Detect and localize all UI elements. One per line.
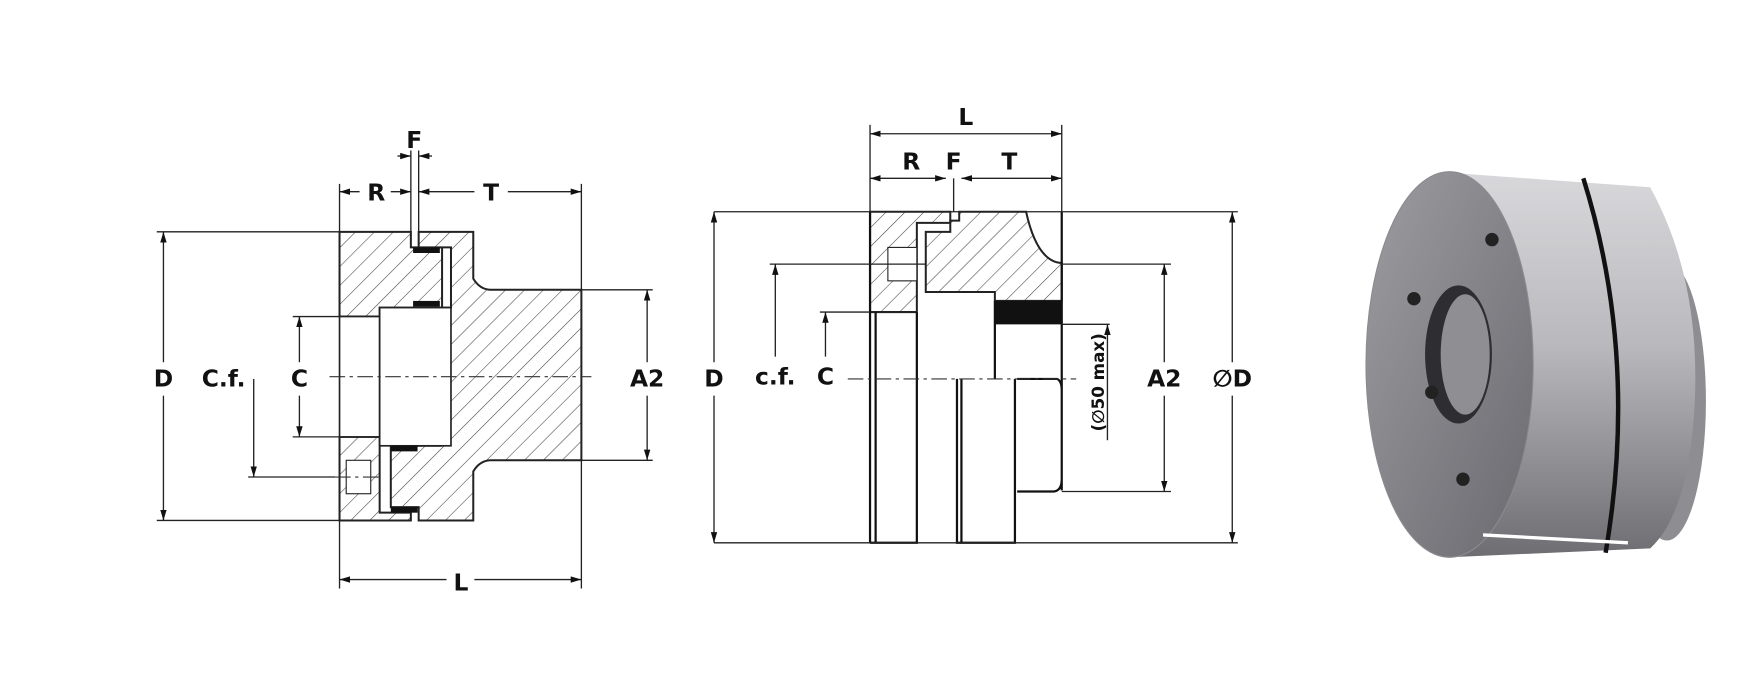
label-F: F — [406, 126, 422, 154]
label-R: R — [367, 179, 385, 207]
label-L: L — [454, 569, 469, 597]
label-D: D — [154, 365, 173, 393]
label-cf: c.f. — [755, 363, 796, 391]
label-bore-max: (∅50 max) — [1088, 333, 1108, 431]
left-section-view: F R T D C.f. C A2 L — [154, 126, 665, 596]
middle-half-section-view: L R F T D c.f. C A2 ∅D (∅50 max) — [704, 103, 1252, 544]
label-D: D — [704, 365, 723, 393]
label-L: L — [958, 103, 973, 131]
label-A2: A2 — [1147, 365, 1181, 393]
label-F: F — [946, 147, 962, 175]
label-cf: C.f. — [202, 365, 246, 393]
right-hub-half-section — [924, 210, 1063, 302]
label-C: C — [291, 365, 308, 393]
label-T: T — [1001, 147, 1017, 175]
label-A2: A2 — [630, 365, 664, 393]
label-T: T — [483, 179, 499, 207]
label-diameter-D: ∅D — [1213, 365, 1252, 393]
label-R: R — [902, 147, 920, 175]
label-C: C — [817, 363, 834, 391]
coupling-3d-render — [1365, 171, 1706, 558]
